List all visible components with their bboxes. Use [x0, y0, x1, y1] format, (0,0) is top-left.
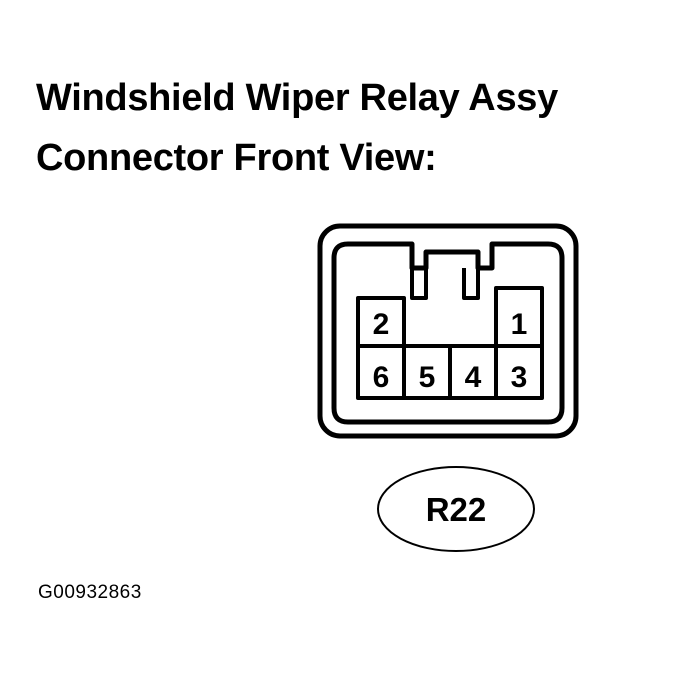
pin-label-1: 1 — [511, 308, 528, 341]
locking-tab — [410, 268, 428, 300]
title-line-2: Connector Front View: — [36, 137, 437, 179]
pin-label-3: 3 — [511, 361, 528, 394]
connector-code-label: R22 — [426, 491, 487, 528]
title-line-1: Windshield Wiper Relay Assy — [36, 77, 558, 119]
pin-label-2: 2 — [373, 308, 390, 341]
connector-code-ellipse — [377, 466, 535, 552]
connector-housing-outer — [317, 223, 579, 439]
pin-label-6: 6 — [373, 361, 390, 394]
pin-label-5: 5 — [419, 361, 436, 394]
figure-id: G00932863 — [38, 582, 142, 603]
diagram-title: Windshield Wiper Relay Assy Connector Fr… — [36, 68, 558, 188]
cavity-pin-3 — [494, 344, 544, 400]
locking-tab-right — [462, 268, 480, 300]
connector-housing-inner — [331, 241, 565, 425]
pin-label-4: 4 — [465, 361, 482, 394]
